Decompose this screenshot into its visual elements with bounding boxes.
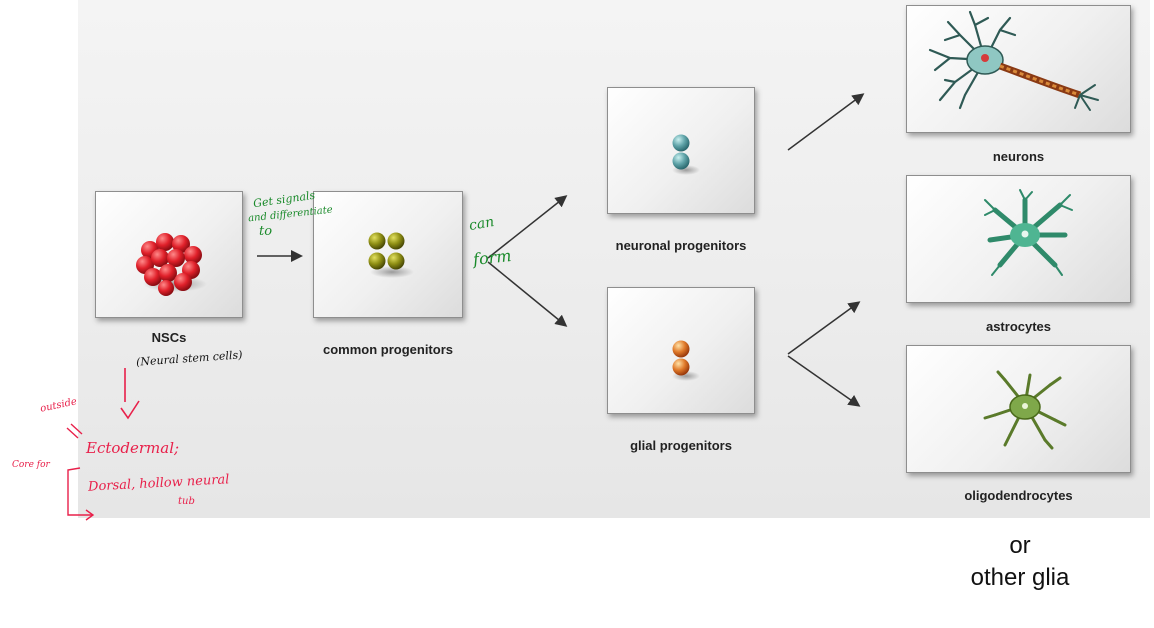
neuron-icon — [928, 10, 1099, 111]
pink-equals-mark — [66, 423, 83, 439]
annotation-get-signals-3: to — [259, 224, 273, 239]
label-oligodendrocytes: oligodendrocytes — [964, 488, 1073, 503]
annotation-tube: tub — [178, 496, 195, 507]
annotation-core-for: Core for — [12, 460, 50, 470]
arrow-glial-to-oligodendrocytes — [787, 355, 861, 407]
label-astrocytes: astrocytes — [985, 319, 1052, 334]
oligodendrocyte-icon — [983, 370, 1067, 450]
nsc-cluster-icon — [136, 233, 207, 296]
glial-progenitor-cells-icon — [672, 340, 700, 381]
astrocyte-icon — [984, 189, 1073, 276]
neuronal-progenitor-cells-icon — [672, 134, 700, 175]
annotation-ectodermal: Ectodermal; — [86, 439, 180, 457]
common-progenitors-box — [313, 191, 463, 318]
annotation-form: form — [472, 246, 513, 269]
pink-bracket — [67, 467, 92, 516]
footer-other-glia: other glia — [970, 564, 1070, 591]
label-glial-progenitors: glial progenitors — [630, 438, 732, 453]
common-progenitor-cells-icon — [368, 232, 414, 278]
label-neurons: neurons — [992, 149, 1045, 164]
footer-or: or — [1009, 532, 1031, 559]
pink-bracket-arrowhead — [85, 509, 95, 521]
neurons-box — [906, 5, 1131, 133]
arrow-neuronal-to-neurons — [787, 93, 865, 151]
pink-check-mark — [120, 400, 140, 420]
arrow-common-to-glial — [487, 261, 568, 327]
label-common-progenitors: common progenitors — [322, 342, 453, 357]
arrow-common-to-neuronal — [487, 195, 568, 259]
label-nscs: NSCs — [151, 330, 187, 345]
arrow-glial-to-astrocytes — [787, 301, 861, 355]
label-neuronal-progenitors: neuronal progenitors — [615, 238, 747, 253]
